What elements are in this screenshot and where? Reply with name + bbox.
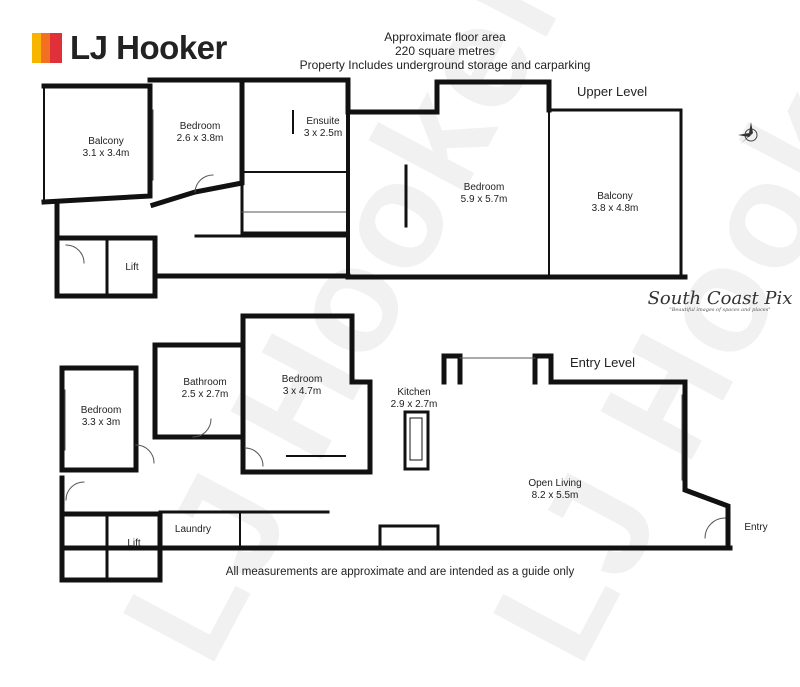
room-size: 2.5 x 2.7m xyxy=(181,389,229,400)
logo-mark-icon xyxy=(32,33,62,63)
upper-level-label: Upper Level xyxy=(577,84,648,99)
room-name: Open Living xyxy=(528,478,582,489)
room-name: Bedroom xyxy=(80,405,122,416)
room-label-entry-bedroom-middle: Bedroom 3 x 4.7m xyxy=(262,374,342,398)
room-size: 3.8 x 4.8m xyxy=(591,203,639,214)
room-size: 3 x 2.5m xyxy=(303,128,343,139)
stamp-sub-text: "Beautiful images of spaces and places" xyxy=(669,307,771,313)
room-label-laundry: Laundry xyxy=(174,524,212,535)
room-label-entry-lift: Lift xyxy=(127,538,141,549)
room-label-upper-bedroom: Bedroom 2.6 x 3.8m xyxy=(160,121,240,145)
lj-hooker-logo: LJ Hooker xyxy=(32,29,227,66)
room-size: 3 x 4.7m xyxy=(282,386,322,397)
room-label-upper-balcony-right: Balcony 3.8 x 4.8m xyxy=(575,191,655,215)
compass-icon xyxy=(738,122,758,144)
room-size: 2.6 x 3.8m xyxy=(176,133,224,144)
header-line-1: Approximate floor area xyxy=(384,30,506,44)
room-label-upper-main-bedroom: Bedroom 5.9 x 5.7m xyxy=(444,182,524,206)
floor-area-header: Approximate floor area 220 square metres… xyxy=(260,30,630,72)
room-size: 8.2 x 5.5m xyxy=(531,490,579,501)
header-line-3: Property Includes underground storage an… xyxy=(299,58,591,72)
room-label-upper-balcony-left: Balcony 3.1 x 3.4m xyxy=(66,136,146,160)
upper-level-plan xyxy=(41,77,688,299)
room-label-ensuite: Ensuite 3 x 2.5m xyxy=(293,116,353,140)
room-label-entry-bedroom-left: Bedroom 3.3 x 3m xyxy=(66,405,136,429)
room-label-kitchen: Kitchen 2.9 x 2.7m xyxy=(378,387,450,411)
room-name: Balcony xyxy=(88,136,124,147)
stamp-main-text: South Coast Pix xyxy=(647,288,793,309)
room-name: Balcony xyxy=(597,191,633,202)
room-name: Bedroom xyxy=(463,182,505,193)
room-name: Bedroom xyxy=(179,121,221,132)
entry-level-plan xyxy=(59,313,733,583)
header-line-2: 220 square metres xyxy=(394,44,496,58)
kitchen-island xyxy=(403,410,430,471)
photographer-stamp: South Coast Pix "Beautiful images of spa… xyxy=(640,288,800,313)
room-name: Ensuite xyxy=(306,116,340,127)
room-name: Bedroom xyxy=(281,374,323,385)
room-name: Bathroom xyxy=(183,377,227,388)
ensuite-walls xyxy=(239,77,351,113)
room-label-bathroom: Bathroom 2.5 x 2.7m xyxy=(165,377,245,401)
room-label-upper-lift: Lift xyxy=(125,262,139,273)
room-label-entry: Entry xyxy=(744,522,768,533)
room-label-open-living: Open Living 8.2 x 5.5m xyxy=(515,478,595,502)
floor-plan xyxy=(41,77,733,583)
entry-bedroom-left-walls xyxy=(59,365,139,473)
room-size: 3.1 x 3.4m xyxy=(82,148,130,159)
room-size: 2.9 x 2.7m xyxy=(390,399,438,410)
entry-level-label: Entry Level xyxy=(570,355,636,370)
room-name: Kitchen xyxy=(397,387,431,398)
room-size: 5.9 x 5.7m xyxy=(460,194,508,205)
upper-balcony-left-walls xyxy=(41,83,153,205)
entry-bedroom-middle-walls xyxy=(240,313,373,475)
logo-text: LJ Hooker xyxy=(70,29,227,66)
disclaimer-footer: All measurements are approximate and are… xyxy=(225,566,575,578)
room-size: 3.3 x 3m xyxy=(81,417,121,428)
